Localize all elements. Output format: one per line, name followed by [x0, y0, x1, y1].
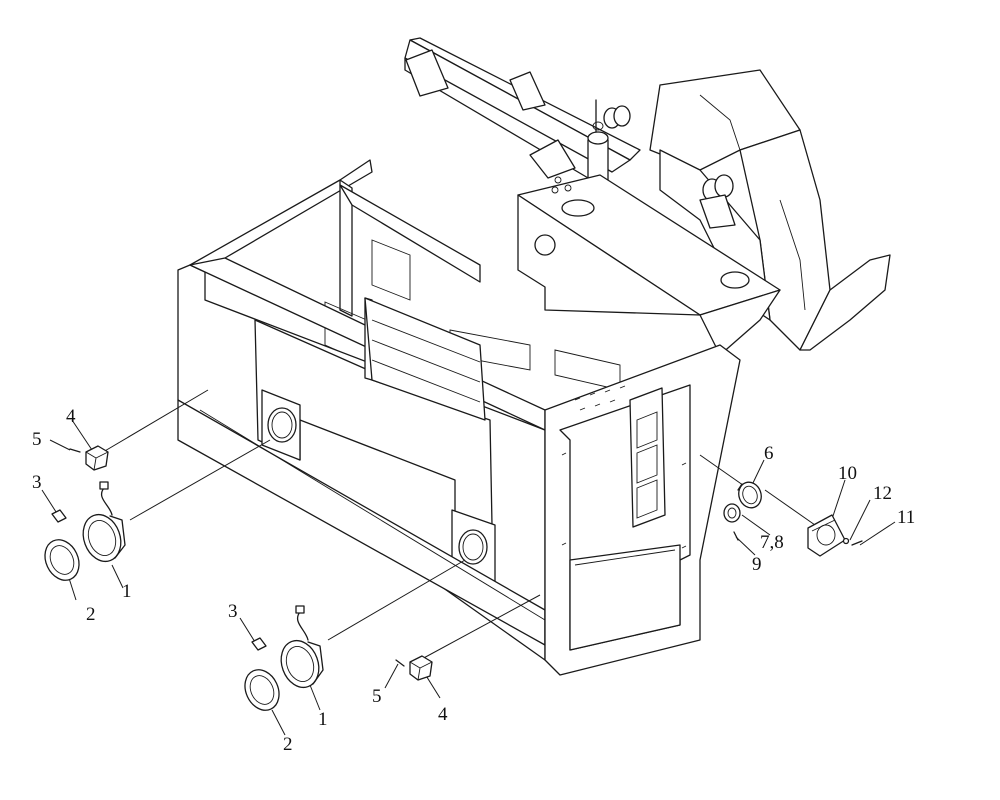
callout-5-left: 5 [32, 429, 42, 450]
part-light-housing-1b [280, 605, 324, 689]
part-clip-3a [51, 509, 67, 523]
part-marker-lamp-4a [85, 445, 109, 471]
part-clip-3b [251, 637, 267, 651]
part-screw-5b [395, 659, 405, 667]
callout-2-center: 2 [283, 734, 293, 755]
part-grommet-7-8 [723, 503, 741, 523]
callout-2-left: 2 [86, 604, 96, 625]
part-washer-12 [842, 537, 850, 545]
part-lens-2b [244, 669, 280, 711]
part-marker-lamp-4b [409, 655, 433, 681]
callout-3-center: 3 [228, 601, 238, 622]
callout-12: 12 [873, 483, 892, 504]
callout-4-center: 4 [438, 704, 448, 725]
callout-labels: 4 5 3 2 1 3 5 4 1 2 6 7,8 9 10 12 11 [32, 406, 915, 755]
part-bracket-6 [737, 481, 762, 509]
callout-1-left: 1 [122, 581, 132, 602]
callout-3-left: 3 [32, 472, 42, 493]
callout-5-center: 5 [372, 686, 382, 707]
callout-11: 11 [897, 507, 915, 528]
part-light-housing-1a [82, 481, 126, 563]
callout-9: 9 [752, 554, 762, 575]
part-screw-5a [69, 448, 81, 453]
part-screw-11 [851, 540, 863, 546]
part-reflector-10 [807, 514, 846, 557]
callout-4-left: 4 [66, 406, 76, 427]
main-frame [177, 159, 741, 676]
callout-1-center: 1 [318, 709, 328, 730]
callout-6: 6 [764, 443, 774, 464]
callout-10: 10 [838, 463, 857, 484]
callout-7-8: 7,8 [760, 532, 784, 553]
part-lens-2a [44, 539, 80, 581]
part-pin-9 [733, 531, 739, 541]
top-deck [517, 174, 781, 356]
